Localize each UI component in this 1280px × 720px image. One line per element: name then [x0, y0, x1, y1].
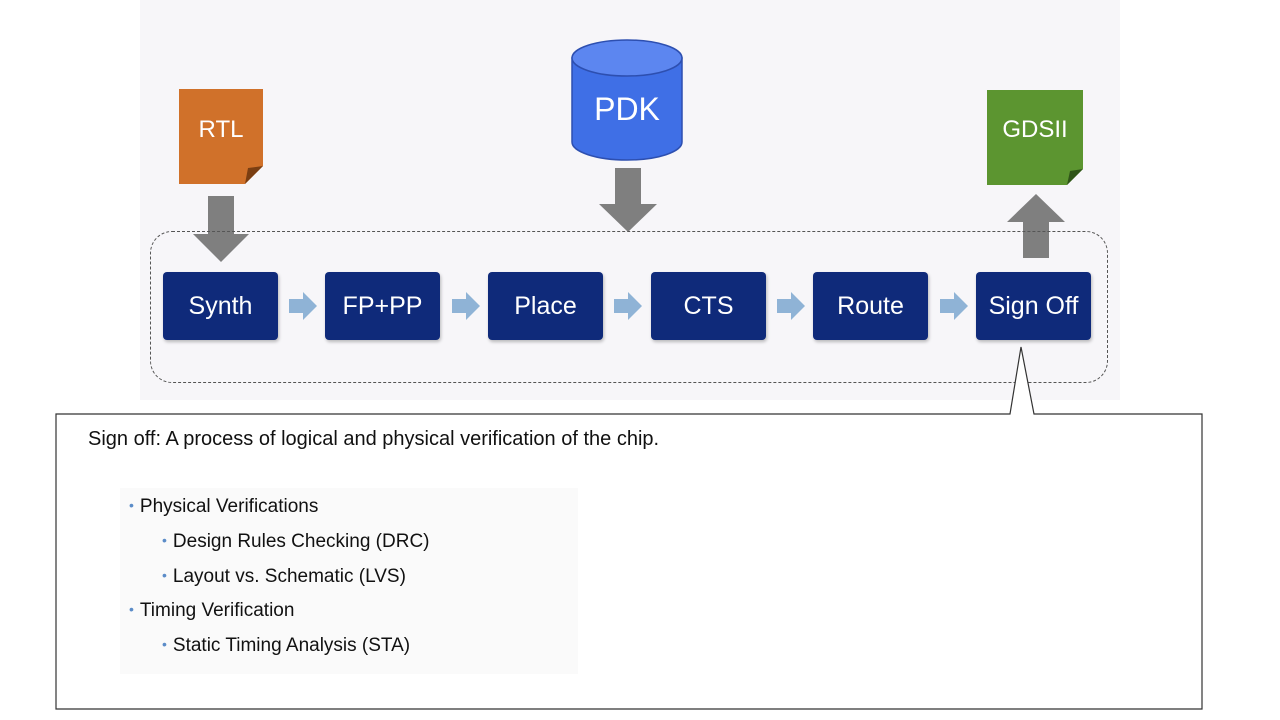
list-item: •Design Rules Checking (DRC) [162, 531, 430, 552]
verification-bullet-list [120, 488, 578, 674]
stage-route: Route [813, 272, 928, 340]
list-item: •Static Timing Analysis (STA) [162, 635, 411, 656]
flow-arrow-2 [452, 292, 480, 320]
rtl-down-arrow [193, 196, 249, 262]
flow-arrow-3 [614, 292, 642, 320]
rtl-document-shape [179, 89, 263, 184]
stage-sign-off: Sign Off [976, 272, 1091, 340]
flow-arrow-1 [289, 292, 317, 320]
bullet-icon: • [129, 497, 134, 513]
pdk-label: PDK [594, 90, 660, 127]
bullet-icon: • [129, 601, 134, 617]
stage-synth: Synth [163, 272, 278, 340]
pdk-down-arrow [599, 168, 657, 232]
list-item: •Layout vs. Schematic (LVS) [162, 566, 406, 587]
bullet-icon: • [162, 532, 167, 548]
pdk-database-shape [571, 39, 683, 161]
bullet-icon: • [162, 636, 167, 652]
stage-cts: CTS [651, 272, 766, 340]
list-item: •Physical Verifications [129, 496, 319, 517]
callout-heading: Sign off: A process of logical and physi… [88, 428, 660, 450]
gdsii-document-shape [987, 90, 1083, 185]
gdsii-label: GDSII [1002, 116, 1068, 143]
flow-arrow-5 [940, 292, 968, 320]
flow-arrow-4 [777, 292, 805, 320]
stage-fp-pp: FP+PP [325, 272, 440, 340]
gdsii-up-arrow [1007, 194, 1065, 258]
list-item: •Timing Verification [129, 600, 295, 621]
stage-place: Place [488, 272, 603, 340]
rtl-label: RTL [198, 116, 244, 143]
bullet-icon: • [162, 567, 167, 583]
flow-container [150, 231, 1108, 383]
